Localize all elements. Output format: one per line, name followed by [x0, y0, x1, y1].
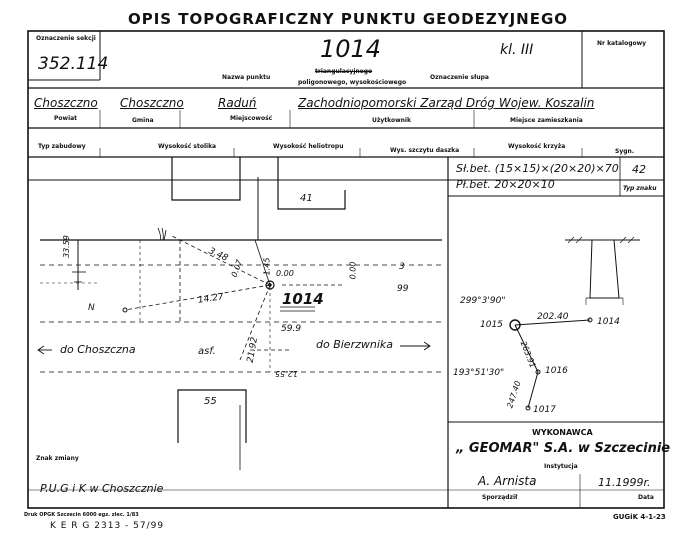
- class-value: kl. III: [500, 42, 534, 58]
- road-surface: asf.: [198, 346, 216, 357]
- dim-000: 0.00: [276, 269, 294, 278]
- owner-label: Użytkownik: [372, 117, 411, 124]
- fraction-denominator: 99: [397, 284, 409, 294]
- concrete-plate-spec: Pł.bet. 20×20×10: [456, 178, 555, 191]
- mark-type-value: 42: [632, 163, 646, 176]
- prepared-by-label: Sporządził: [482, 494, 518, 501]
- point-type-label: poligonowego, wysokościowego: [298, 79, 407, 86]
- dim-1255: 12.55: [275, 369, 298, 378]
- author-value: A. Arnista: [478, 474, 537, 488]
- mark-type-label: Typ znaku: [623, 185, 657, 192]
- sketch-point-label: 1014: [282, 290, 324, 308]
- point-name-value: 1014: [320, 35, 382, 63]
- road-to-choszczno: do Choszczna: [60, 343, 136, 356]
- dim-599: 59.9: [281, 324, 302, 334]
- commune-value: Choszczno: [120, 96, 184, 110]
- section-label: Oznaczenie sekcji: [36, 35, 96, 42]
- fraction-numerator: 3: [399, 262, 405, 272]
- district-label: Powiat: [54, 115, 78, 122]
- date-label: Data: [638, 494, 654, 501]
- kerg-number: K E R G 2313 - 57/99: [50, 521, 165, 531]
- dim-145: 1.45: [262, 257, 272, 276]
- contractor-company: „ GEOMAR" S.A. w Szczecinie: [456, 441, 671, 456]
- roof-height-label: Wys. szczytu daszka: [390, 147, 460, 154]
- locality-value: Raduń: [218, 96, 257, 110]
- dim-000b: 0.00: [348, 261, 358, 280]
- road-to-bierzwnik: do Bierzwnika: [316, 338, 394, 351]
- table-height-label: Wysokość stolika: [158, 143, 217, 150]
- cross-height-label: Wysokość krzyża: [508, 143, 566, 150]
- district-value: Choszczno: [34, 96, 98, 110]
- form-code: GUGiK 4-1-23: [613, 513, 666, 521]
- building-55-label: 55: [204, 396, 217, 407]
- angle-299: 299°3'90": [460, 296, 506, 306]
- north-arrow-label: N: [88, 303, 95, 313]
- locality-label: Miejscowość: [230, 115, 273, 122]
- institution-label: Instytucja: [544, 463, 578, 470]
- signal-label: Sygn.: [615, 148, 635, 155]
- concrete-post-spec: Sł.bet. (15×15)×(20×20)×70: [456, 162, 619, 175]
- heliotrope-height-label: Wysokość heliotropu: [273, 143, 344, 150]
- point-1017: 1017: [533, 405, 556, 415]
- point-type-struck: triangulacyjnego: [315, 68, 373, 75]
- section-value: 352.114: [38, 54, 109, 74]
- building-41-label: 41: [300, 193, 313, 204]
- print-note: Druk OPGK Szczecin 6000 egz. zlec. 1/83: [24, 512, 139, 518]
- commune-label: Gmina: [132, 117, 154, 124]
- building-type-label: Typ zabudowy: [38, 143, 86, 150]
- point-name-label: Nazwa punktu: [222, 74, 271, 81]
- residence-label: Miejsce zamieszkania: [510, 117, 583, 124]
- owner-value: Zachodniopomorski Zarząd Dróg Wojew. Kos…: [298, 96, 595, 110]
- catalog-number-label: Nr katalogowy: [597, 40, 647, 47]
- point-1014: 1014: [597, 317, 620, 327]
- date-value: 11.1999r.: [598, 476, 651, 489]
- pole-mark-label: Oznaczenie słupa: [430, 74, 489, 81]
- dim-3359: 33.59: [62, 235, 71, 258]
- angle-193: 193°51'30": [453, 368, 505, 378]
- contractor-label: WYKONAWCA: [532, 428, 593, 437]
- change-mark-label: Znak zmiany: [36, 455, 79, 462]
- document-title: OPIS TOPOGRAFICZNY PUNKTU GEODEZYJNEGO: [127, 10, 569, 28]
- office-value: P.U.G i K w Choszcznie: [40, 482, 164, 495]
- dist-202-40: 202.40: [537, 312, 569, 322]
- point-1016: 1016: [545, 366, 568, 376]
- point-1015: 1015: [480, 320, 503, 330]
